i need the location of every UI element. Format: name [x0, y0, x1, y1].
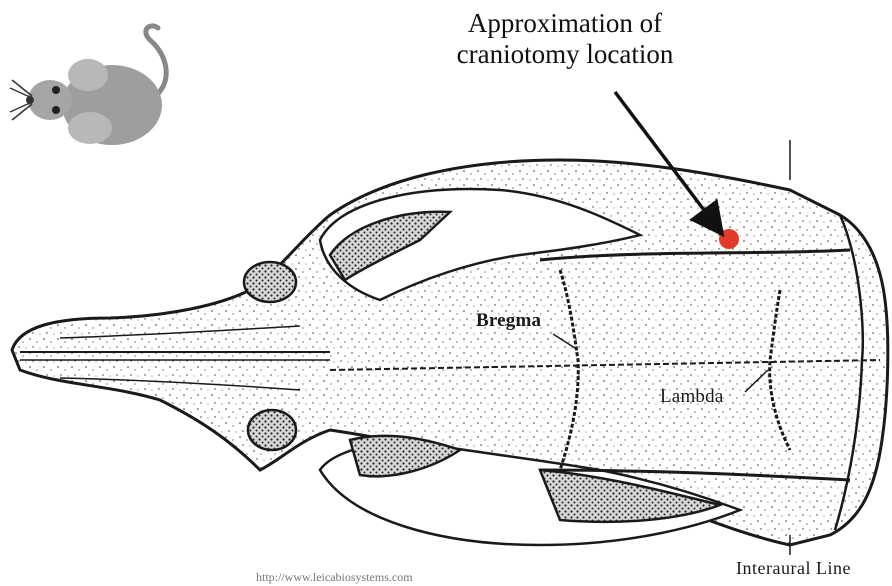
lambda-label: Lambda [660, 386, 723, 408]
bregma-label: Bregma [476, 310, 541, 332]
mouse-icon [10, 26, 166, 145]
caption-line-2: craniotomy location [395, 39, 735, 70]
craniotomy-caption: Approximation of craniotomy location [395, 8, 735, 70]
eye-socket-lower [248, 410, 296, 450]
eye-socket-upper [244, 262, 296, 302]
interaural-line-label: Interaural Line [736, 558, 851, 579]
craniotomy-marker [719, 229, 739, 249]
caption-line-1: Approximation of [395, 8, 735, 39]
source-watermark: http://www.leicabiosystems.com [256, 570, 413, 585]
